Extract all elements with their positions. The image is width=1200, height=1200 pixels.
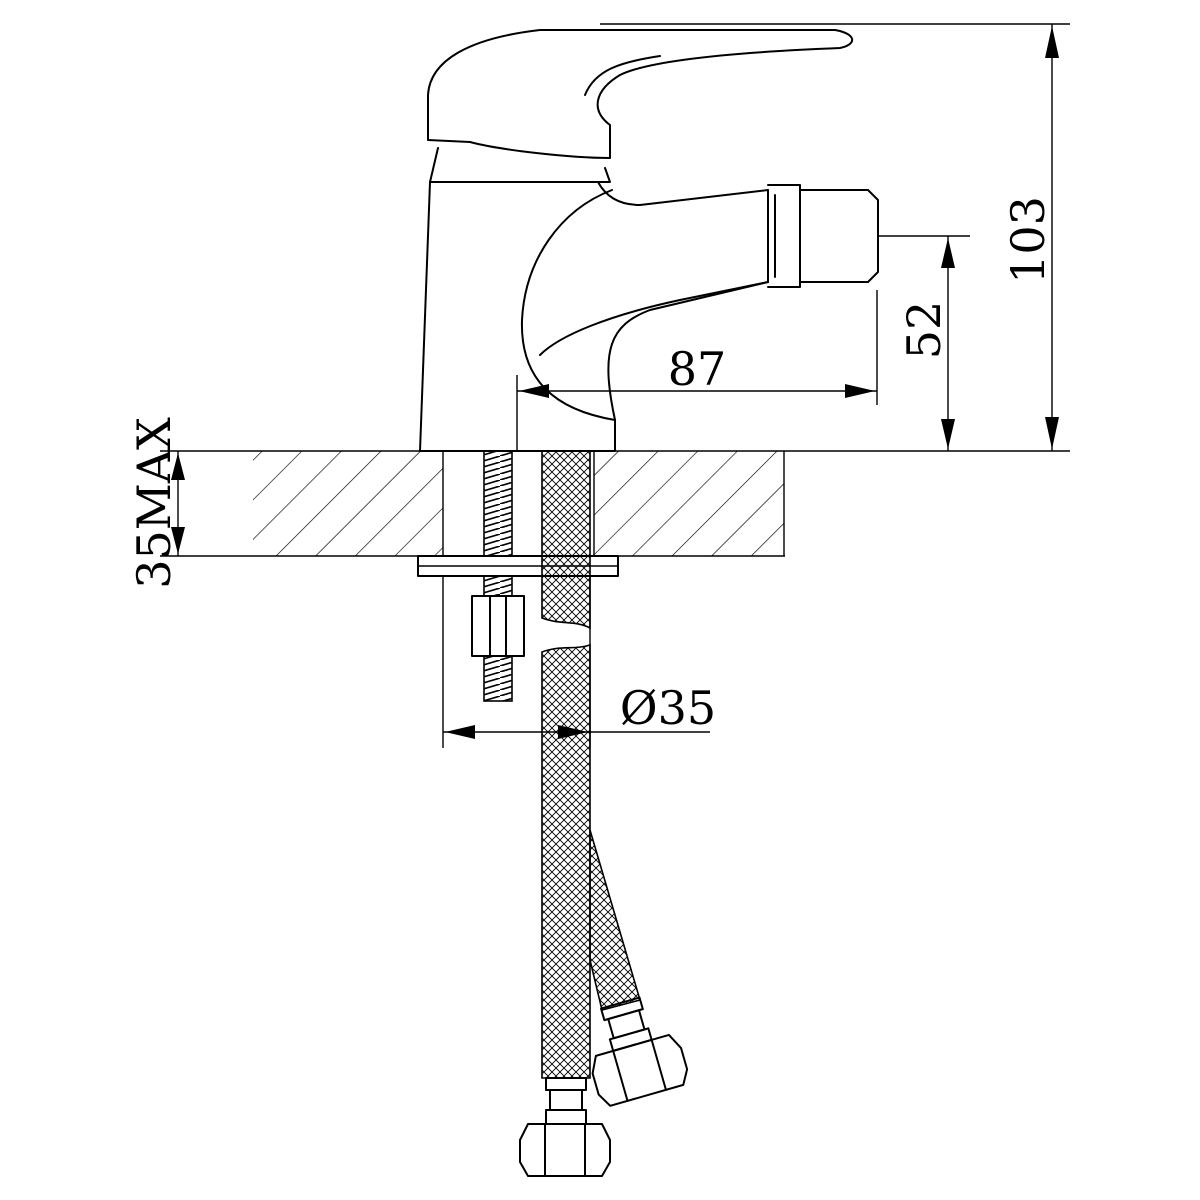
dimension-spout-reach: 87 xyxy=(516,290,878,451)
dimension-hole-diameter: Ø35 xyxy=(443,681,716,739)
spout-height-label: 52 xyxy=(897,301,951,360)
threaded-stud xyxy=(471,450,525,702)
countertop-section xyxy=(160,450,1070,557)
faucet-body xyxy=(419,29,879,452)
dimension-total-height: 103 xyxy=(600,23,1070,451)
dimension-counter-thickness: 35MAX xyxy=(127,417,185,589)
flexible-hose-main xyxy=(519,450,611,1177)
total-height-label: 103 xyxy=(1001,196,1055,284)
spout-reach-label: 87 xyxy=(668,342,727,396)
counter-thickness-label: 35MAX xyxy=(127,417,181,589)
flexible-hose-secondary xyxy=(589,829,689,1107)
hole-diameter-label: Ø35 xyxy=(620,681,716,735)
dimension-spout-height: 52 xyxy=(878,235,970,451)
